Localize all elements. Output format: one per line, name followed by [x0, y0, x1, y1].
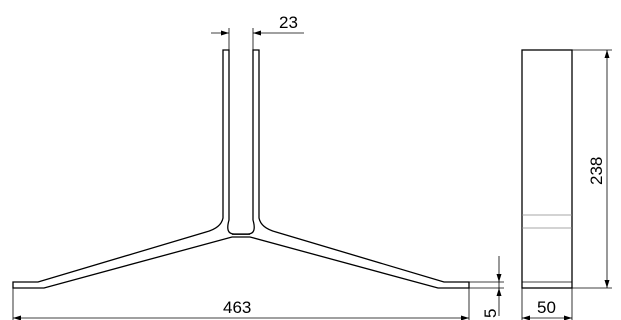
width-arrow-left — [522, 315, 530, 320]
dimension-side-height: 238 — [572, 49, 612, 289]
side-view — [521, 49, 573, 289]
side-view-outline — [521, 49, 573, 289]
thickness-arrow-top — [496, 274, 502, 282]
base-thickness-label: 5 — [481, 309, 500, 318]
height-arrow-bottom — [604, 280, 610, 288]
side-width-label: 50 — [537, 298, 556, 317]
dimension-total-length: 463 — [12, 288, 470, 320]
length-arrow-left — [13, 315, 21, 320]
slot-width-label: 23 — [279, 13, 298, 32]
dimension-base-thickness: 5 — [469, 256, 504, 318]
thickness-arrow-bottom — [496, 288, 502, 296]
length-arrow-right — [461, 315, 469, 320]
slot-arrow-left — [221, 30, 229, 36]
front-view — [12, 49, 470, 289]
side-height-label: 238 — [587, 157, 606, 185]
total-length-label: 463 — [223, 298, 251, 317]
dimension-side-width: 50 — [521, 288, 573, 320]
bracket-outline — [12, 49, 470, 289]
slot-arrow-right — [253, 30, 261, 36]
dimension-slot-width: 23 — [211, 13, 304, 50]
height-arrow-top — [604, 50, 610, 58]
width-arrow-right — [564, 315, 572, 320]
